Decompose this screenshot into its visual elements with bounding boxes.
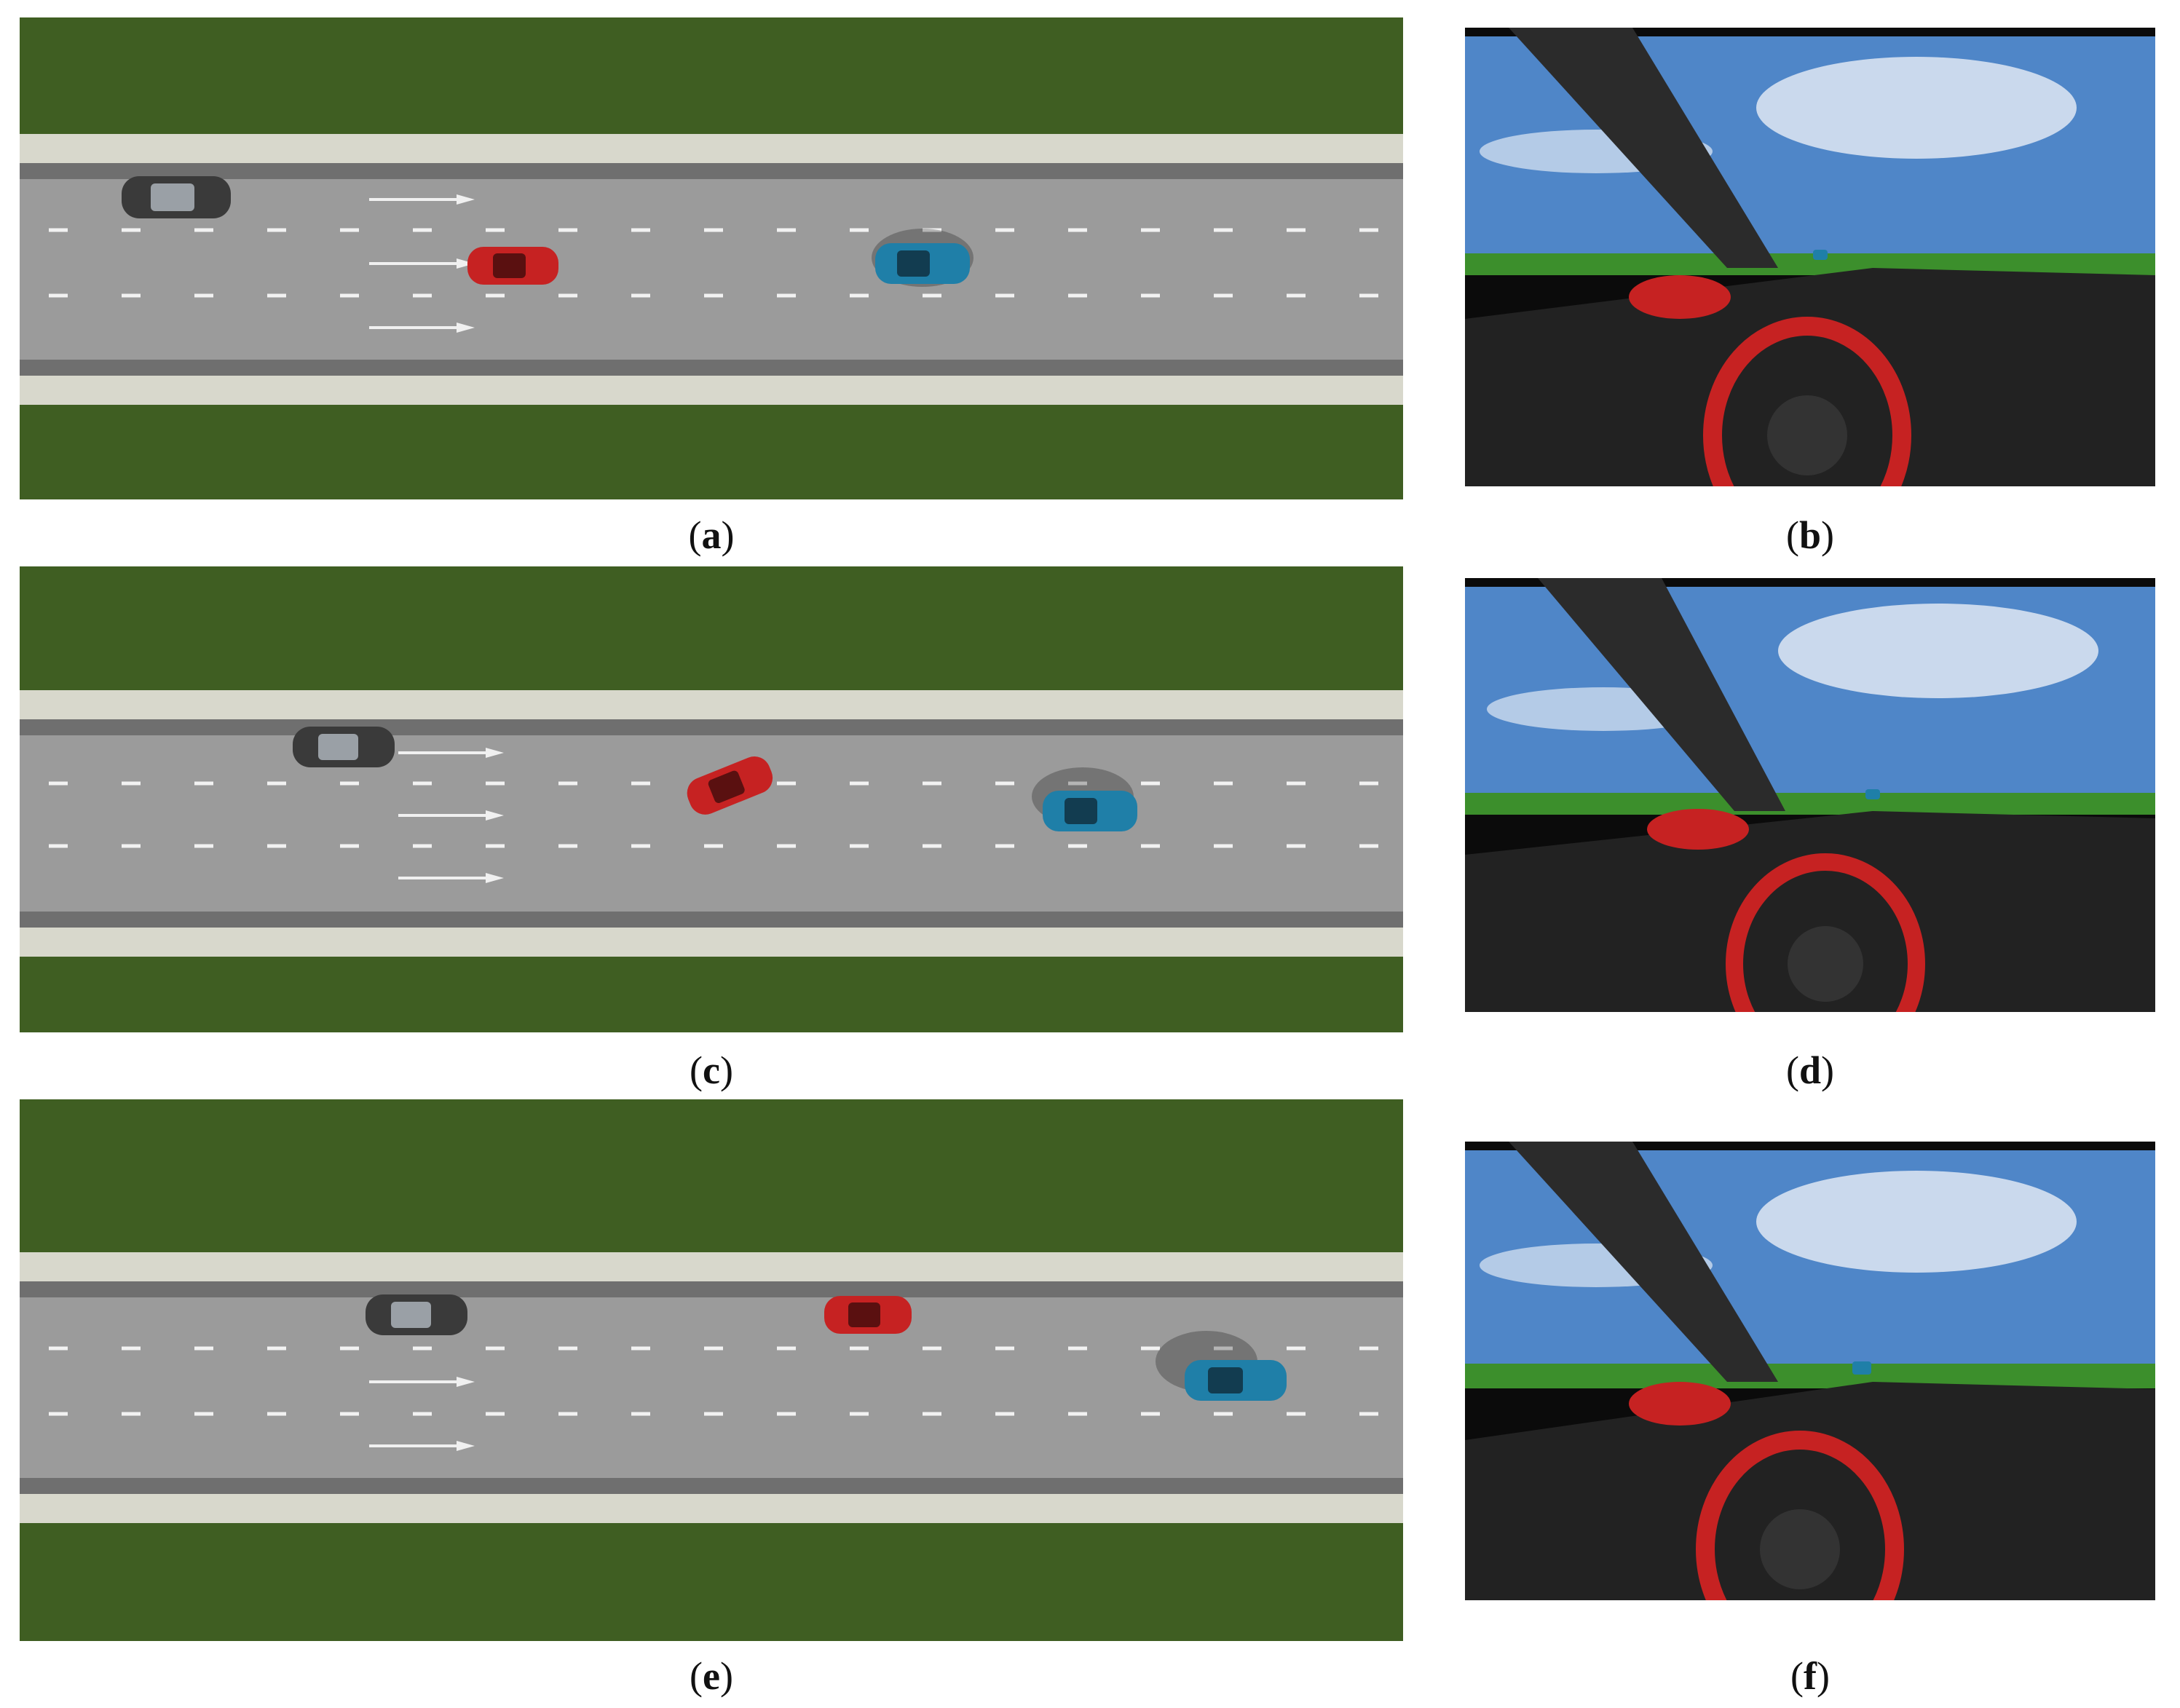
trailing-car: [122, 176, 231, 218]
top-view-panel-c: [20, 566, 1403, 1032]
lead-car: [1156, 1331, 1287, 1401]
caption-f: (f): [1790, 1654, 1830, 1698]
caption-a: (a): [688, 513, 735, 557]
ego-car: [687, 756, 773, 815]
caption-c: (c): [690, 1048, 733, 1092]
ego-car: [467, 247, 558, 285]
trailing-car: [366, 1294, 467, 1335]
ego-car: [824, 1296, 912, 1334]
caption-d-label: d: [1798, 1048, 1822, 1092]
driver-view-panel-d: [1465, 578, 2155, 1012]
lead-car: [1032, 767, 1137, 831]
caption-e-label: e: [703, 1654, 720, 1698]
top-view-panel-a: [20, 17, 1403, 499]
driver-view-panel-b: [1465, 28, 2155, 486]
top-view-panel-e: [20, 1099, 1403, 1641]
caption-f-label: f: [1804, 1654, 1817, 1698]
caption-a-label: a: [701, 513, 722, 557]
driver-view-panel-f: [1465, 1142, 2155, 1600]
trailing-car: [293, 727, 395, 767]
caption-d: (d): [1785, 1048, 1834, 1092]
caption-b: (b): [1785, 513, 1834, 557]
caption-c-label: c: [703, 1048, 720, 1092]
lead-car: [872, 229, 974, 287]
caption-e: (e): [690, 1654, 733, 1698]
caption-b-label: b: [1798, 513, 1822, 557]
